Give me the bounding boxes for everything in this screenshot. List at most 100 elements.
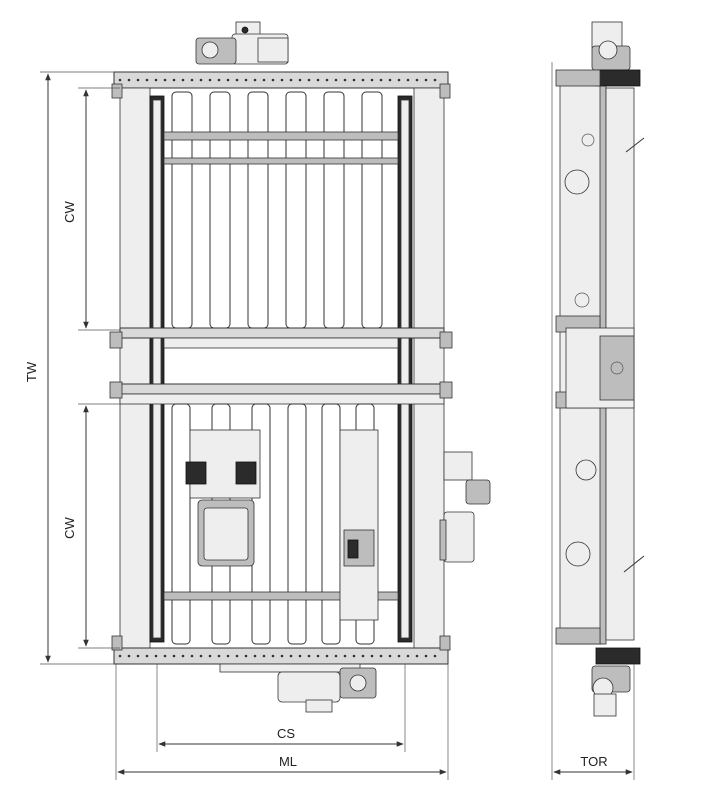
frame-hole xyxy=(352,654,356,658)
pin xyxy=(623,555,645,573)
frame-hole xyxy=(289,78,293,82)
frame-hole xyxy=(226,78,230,82)
frame-hole xyxy=(271,654,275,658)
frame-hole xyxy=(235,654,239,658)
upper-roller-set xyxy=(171,91,383,329)
frame-hole xyxy=(298,654,302,658)
frame-hole xyxy=(208,78,212,82)
frame-hole xyxy=(199,78,203,82)
frame-hole xyxy=(343,654,347,658)
frame-hole xyxy=(397,654,401,658)
frame-hole xyxy=(136,78,140,82)
frame-hole xyxy=(334,78,338,82)
left-side-rail xyxy=(119,87,151,649)
frame-hole xyxy=(163,78,167,82)
frame-hole xyxy=(424,78,428,82)
side-bracket xyxy=(555,627,601,645)
frame-hole xyxy=(145,78,149,82)
tw-label: TW xyxy=(24,361,39,382)
frame-hole xyxy=(325,654,329,658)
frame-hole xyxy=(316,654,320,658)
frame-hole xyxy=(361,78,365,82)
frame-hole xyxy=(163,654,167,658)
side-drive-motor xyxy=(439,451,491,563)
bracket xyxy=(111,635,123,651)
frame-hole xyxy=(253,78,257,82)
internal-drive-unit xyxy=(185,429,379,621)
right-chain-inner xyxy=(400,99,410,639)
roller xyxy=(171,91,193,329)
bracket xyxy=(439,83,451,99)
roller xyxy=(321,403,341,645)
frame-hole xyxy=(181,654,185,658)
frame-hole xyxy=(307,78,311,82)
bracket xyxy=(439,635,451,651)
frame-hole xyxy=(307,654,311,658)
roller xyxy=(209,91,231,329)
frame-hole xyxy=(379,654,383,658)
frame-hole xyxy=(253,654,257,658)
frame-hole xyxy=(424,654,428,658)
roller xyxy=(361,91,383,329)
right-side-rail xyxy=(413,87,445,649)
frame-hole xyxy=(244,654,248,658)
cs-label: CS xyxy=(277,726,295,741)
ml-label: ML xyxy=(279,754,297,769)
frame-hole xyxy=(289,654,293,658)
frame-hole xyxy=(343,78,347,82)
roller xyxy=(285,91,307,329)
frame-hole xyxy=(433,78,437,82)
pin xyxy=(625,137,645,153)
frame-hole xyxy=(280,78,284,82)
left-chain-inner xyxy=(152,99,162,639)
frame-hole xyxy=(298,78,302,82)
frame-hole xyxy=(127,78,131,82)
frame-hole xyxy=(388,654,392,658)
bottom-drive-motor xyxy=(277,667,377,713)
frame-hole xyxy=(316,78,320,82)
roller xyxy=(171,403,191,645)
frame-hole xyxy=(406,654,410,658)
frame-hole xyxy=(370,654,374,658)
top-end-frame xyxy=(113,71,449,89)
lower-cross-member xyxy=(163,591,399,601)
frame-hole xyxy=(136,654,140,658)
frame-hole xyxy=(415,78,419,82)
side-view xyxy=(555,21,645,717)
top-drive-motor xyxy=(195,21,289,65)
frame-hole xyxy=(406,78,410,82)
frame-hole xyxy=(181,78,185,82)
frame-hole xyxy=(217,78,221,82)
upper-cross-member-2 xyxy=(163,157,399,165)
middle-frame xyxy=(109,327,453,405)
bracket xyxy=(111,83,123,99)
frame-hole xyxy=(208,654,212,658)
side-features xyxy=(564,133,635,567)
plan-view xyxy=(109,21,491,713)
frame-hole xyxy=(118,78,122,82)
frame-hole xyxy=(370,78,374,82)
frame-hole xyxy=(154,78,158,82)
side-top-motor xyxy=(591,21,641,87)
cw-lower-label: CW xyxy=(62,516,77,538)
frame-hole xyxy=(433,654,437,658)
frame-hole xyxy=(397,78,401,82)
frame-hole xyxy=(415,654,419,658)
frame-hole xyxy=(172,78,176,82)
frame-hole xyxy=(235,78,239,82)
frame-hole xyxy=(379,78,383,82)
frame-hole xyxy=(127,654,131,658)
frame-hole xyxy=(118,654,122,658)
frame-hole xyxy=(145,654,149,658)
roller xyxy=(247,91,269,329)
dimension-lines xyxy=(40,62,635,780)
frame-hole xyxy=(199,654,203,658)
frame-hole xyxy=(172,654,176,658)
frame-hole xyxy=(226,654,230,658)
roller xyxy=(287,403,307,645)
frame-hole xyxy=(334,654,338,658)
frame-hole xyxy=(352,78,356,82)
side-bottom-motor xyxy=(591,647,641,717)
upper-cross-member xyxy=(163,131,399,141)
side-bracket xyxy=(555,69,601,87)
